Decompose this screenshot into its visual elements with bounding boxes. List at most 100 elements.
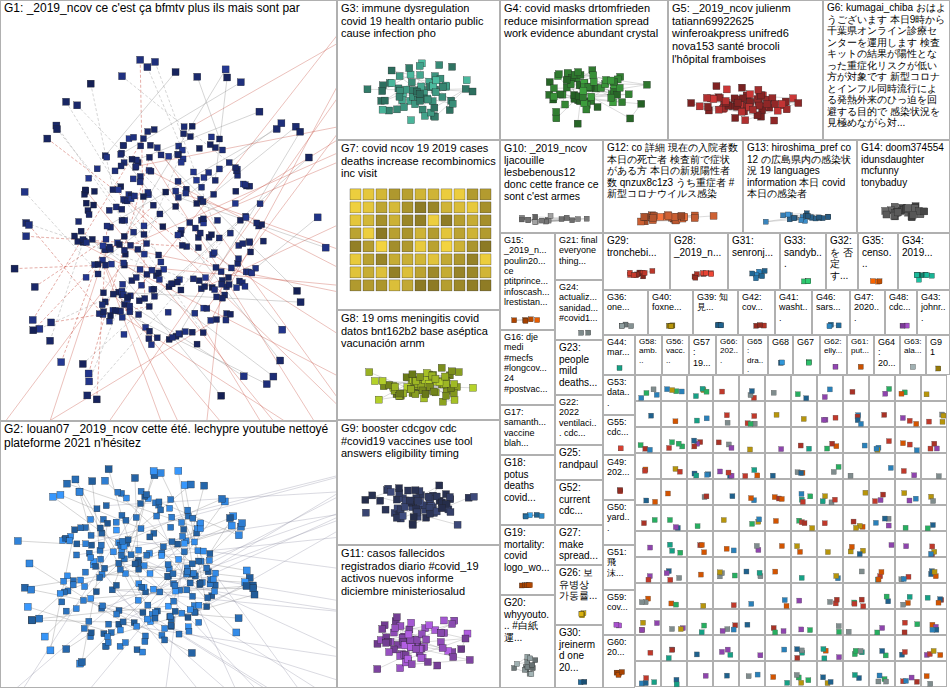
vertex	[198, 526, 204, 532]
vertex	[26, 560, 33, 567]
vertex	[237, 79, 244, 86]
tie-lines	[6, 35, 337, 421]
vertex	[88, 555, 94, 561]
tiny-group-frame	[662, 584, 687, 609]
vertex	[701, 603, 706, 608]
vertex	[820, 499, 825, 504]
vertex	[930, 544, 935, 549]
vertex	[764, 101, 771, 108]
tiny-group	[714, 506, 739, 531]
vertex	[171, 598, 177, 604]
vertex	[907, 498, 912, 503]
vertex	[880, 625, 885, 630]
vertex	[794, 673, 799, 678]
tiny-group	[818, 636, 843, 661]
tiny-group	[922, 584, 947, 609]
tiny-group	[714, 610, 739, 635]
vertex	[747, 91, 754, 98]
vertex	[129, 156, 135, 162]
vertex	[119, 206, 125, 212]
vertex	[106, 244, 112, 250]
vertex	[773, 569, 778, 574]
tiny-group	[844, 480, 869, 505]
vertex	[314, 214, 321, 221]
vertex	[134, 623, 140, 629]
vertex	[57, 491, 64, 498]
vertex	[147, 570, 153, 576]
vertex	[415, 241, 426, 252]
tie-line	[435, 89, 466, 117]
vertex	[200, 330, 206, 336]
vertex	[821, 417, 826, 422]
tiny-group	[870, 454, 895, 479]
tie-line	[49, 314, 226, 421]
tiny-group-frame	[896, 558, 921, 583]
vertex	[831, 469, 836, 474]
vertex	[81, 625, 87, 631]
vertex	[757, 570, 762, 575]
vertex	[419, 106, 426, 113]
vertex	[350, 280, 361, 291]
vertex	[432, 89, 439, 96]
tiny-group-frame	[844, 428, 869, 453]
tiny-group	[922, 506, 947, 531]
tiny-group-frame	[896, 636, 921, 661]
vertex	[376, 267, 387, 278]
tiny-group-frame	[662, 480, 687, 505]
tie-line	[35, 239, 106, 287]
vertex	[86, 175, 92, 181]
tie-line	[92, 239, 221, 395]
tie-line	[113, 310, 285, 421]
vertex	[643, 446, 648, 451]
vertex	[550, 85, 557, 92]
vertex	[173, 188, 179, 194]
vertex	[218, 392, 225, 399]
vertex	[408, 79, 415, 86]
vertex	[212, 588, 218, 594]
vertex	[704, 416, 709, 421]
vertex	[802, 521, 807, 526]
vertex	[574, 120, 581, 127]
vertex	[150, 586, 156, 592]
vertex	[677, 469, 682, 474]
tiny-group	[922, 662, 947, 687]
vertex	[165, 603, 171, 609]
tiny-group	[870, 506, 895, 531]
vertex	[749, 389, 754, 394]
vertex	[150, 202, 156, 208]
vertex	[771, 625, 776, 630]
tiny-group	[896, 454, 921, 479]
vertex	[93, 589, 99, 595]
vertex	[183, 190, 189, 196]
vertex	[212, 287, 218, 293]
tiny-group	[922, 402, 947, 427]
vertex	[928, 446, 933, 451]
tiny-group-frame	[792, 610, 817, 635]
vertex	[722, 97, 729, 104]
tiny-group	[714, 662, 739, 687]
vertex	[174, 279, 180, 285]
tiny-group	[636, 662, 661, 687]
tiny-group	[818, 480, 843, 505]
vertex	[160, 224, 166, 230]
tiny-group-frame	[870, 636, 895, 661]
tiny-group-frame	[740, 428, 765, 453]
vertex	[904, 544, 909, 549]
vertex	[746, 674, 751, 679]
vertex	[743, 473, 748, 478]
vertex	[105, 634, 111, 640]
tiny-group	[740, 480, 765, 505]
vertex	[82, 584, 88, 590]
group-panel: G3: immune dysregulation covid 19 health…	[337, 0, 500, 140]
vertex	[826, 215, 831, 220]
vertex	[810, 526, 815, 531]
vertex	[172, 608, 178, 614]
vertex	[415, 267, 426, 278]
tiny-group	[662, 402, 687, 427]
vertex	[454, 215, 465, 226]
vertex	[214, 294, 220, 300]
vertex	[428, 215, 439, 226]
tiny-group	[636, 480, 661, 505]
vertex	[652, 517, 657, 522]
vertex	[156, 270, 162, 276]
